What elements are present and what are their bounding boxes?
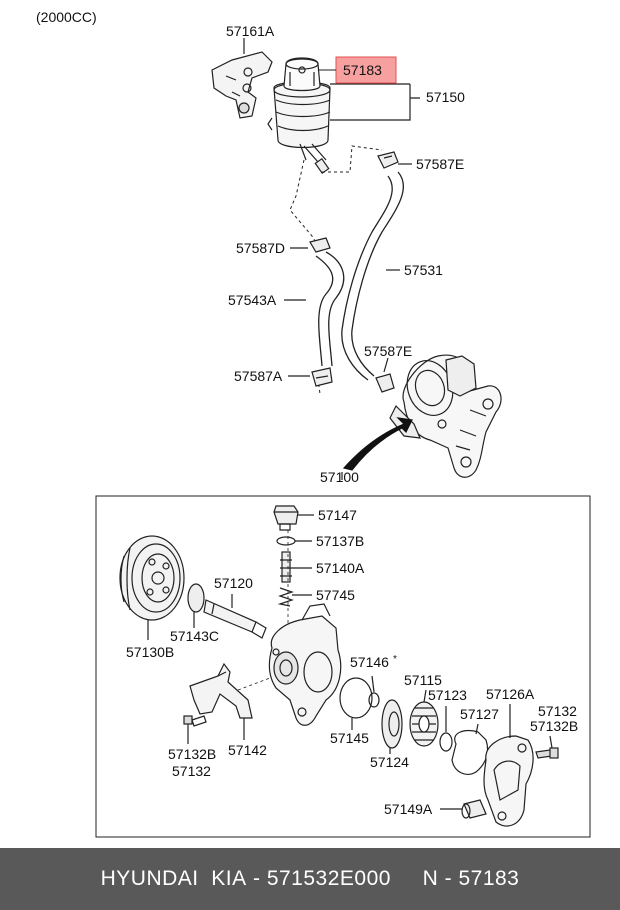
label-57146: 57146 [350,654,389,670]
footer-sep-1: - [246,867,267,890]
label-57183: 57183 [343,62,382,78]
label-57745: 57745 [316,587,355,603]
label-57161A: 57161A [226,23,275,39]
part-57143C-seal [187,583,205,613]
clamp-57587E-mid [375,373,395,393]
label-57587E-mid: 57587E [364,343,412,359]
label-57132B-right: 57132B [530,718,578,734]
clamp-57587A [311,367,333,387]
footer-n-value: 57183 [458,867,520,890]
part-57137B [276,536,296,546]
part-57149A-bushing [461,799,487,819]
part-57123-ring [439,732,453,752]
parts-diagram: (2000CC) 57161A 57183 57150 57587E 57587… [36,9,591,838]
label-57100: 57100 [320,469,359,485]
footer-brand: HYUNDAI KIA [100,867,247,890]
reservoir-bracket [211,51,273,119]
label-57587D: 57587D [236,240,285,256]
label-57127: 57127 [460,706,499,722]
part-57147 [273,505,299,531]
label-57145: 57145 [330,730,369,746]
label-57137B: 57137B [316,533,364,549]
clamp-57587E-top [377,151,399,169]
exploded-view-frame [95,495,591,838]
label-57587E-top: 57587E [416,156,464,172]
label-57126A: 57126A [486,686,535,702]
label-57142: 57142 [228,742,267,758]
part-57120-shaft [203,599,267,639]
label-57149A: 57149A [384,801,433,817]
label-57115: 57115 [404,672,442,688]
engine-note: (2000CC) [36,9,97,25]
label-57146-mark: * [393,654,397,665]
part-57140A [280,551,292,583]
part-pump-body [268,603,342,726]
part-57127-gasket [451,729,489,775]
footer-sep-2: - [438,867,459,890]
label-57130B: 57130B [126,644,174,660]
reservoir-cap [283,57,321,92]
footer-bar: HYUNDAI KIA - 571532E000 N - 57183 [0,848,620,910]
part-57130B-pulley [119,535,185,621]
label-57143C: 57143C [170,628,219,644]
part-57132B-bolt-left [183,715,207,727]
label-57531: 57531 [404,262,443,278]
hose-57543A [315,251,345,367]
part-57132-bolt-right [535,747,559,759]
label-57147: 57147 [318,507,357,523]
label-57124: 57124 [370,754,409,770]
label-57543A: 57543A [228,292,277,308]
label-57132-right: 57132 [538,703,577,719]
part-57115-rotor [409,701,439,747]
label-57120: 57120 [214,575,253,591]
part-57124-plate [381,699,403,749]
part-57126A-cover [483,735,534,827]
hose-57531 [341,171,404,381]
part-57145-oring [339,677,373,719]
footer-n-label: N [422,867,439,890]
pump-assembly [389,354,502,478]
label-57140A: 57140A [316,560,365,576]
label-57132-left: 57132 [172,763,211,779]
footer-part-number: 571532E000 [266,867,391,890]
label-57587A: 57587A [234,368,283,384]
label-57150: 57150 [426,89,465,105]
part-57142-bracket [189,662,253,719]
label-57132B-left: 57132B [168,746,216,762]
part-57745 [277,587,294,607]
footer-gap [391,867,423,891]
part-57146-ring [368,692,380,708]
label-57123: 57123 [428,687,467,703]
fluid-reservoir [267,81,331,149]
clamp-57587D [309,237,331,253]
callout-arrow [342,417,413,471]
